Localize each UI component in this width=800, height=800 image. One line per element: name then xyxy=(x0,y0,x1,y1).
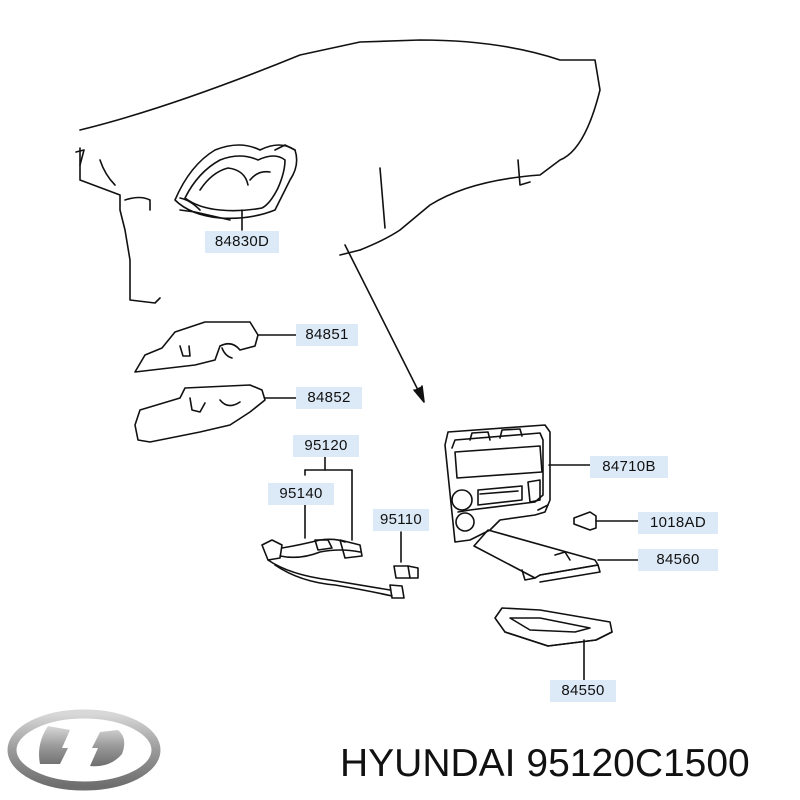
label-84710b: 84710B xyxy=(590,456,668,478)
caption-brand: HYUNDAI xyxy=(340,742,516,785)
label-95110: 95110 xyxy=(373,509,429,531)
part-84852-drawing xyxy=(134,384,299,443)
label-84851: 84851 xyxy=(296,324,358,346)
part-84550-drawing xyxy=(494,607,613,681)
dashboard-panel-drawing xyxy=(75,39,601,304)
direction-arrow xyxy=(344,244,425,403)
caption-part-number: 95120C1500 xyxy=(526,742,750,785)
hyundai-logo-icon xyxy=(7,709,161,791)
label-84830d: 84830D xyxy=(205,231,279,253)
label-95140: 95140 xyxy=(268,483,334,505)
label-84852: 84852 xyxy=(296,387,362,409)
part-95110-drawing xyxy=(393,531,419,579)
part-caption: HYUNDAI 95120C1500 xyxy=(340,736,790,792)
part-84710b-drawing xyxy=(444,424,591,543)
part-84560-drawing xyxy=(473,529,639,583)
part-1018ad-drawing xyxy=(537,504,639,531)
label-1018ad: 1018AD xyxy=(638,512,718,534)
label-84560: 84560 xyxy=(638,549,718,571)
label-95120: 95120 xyxy=(293,435,359,457)
part-95120-95140-drawing xyxy=(261,456,405,599)
part-84851-drawing xyxy=(134,321,299,373)
label-84550: 84550 xyxy=(550,680,616,702)
